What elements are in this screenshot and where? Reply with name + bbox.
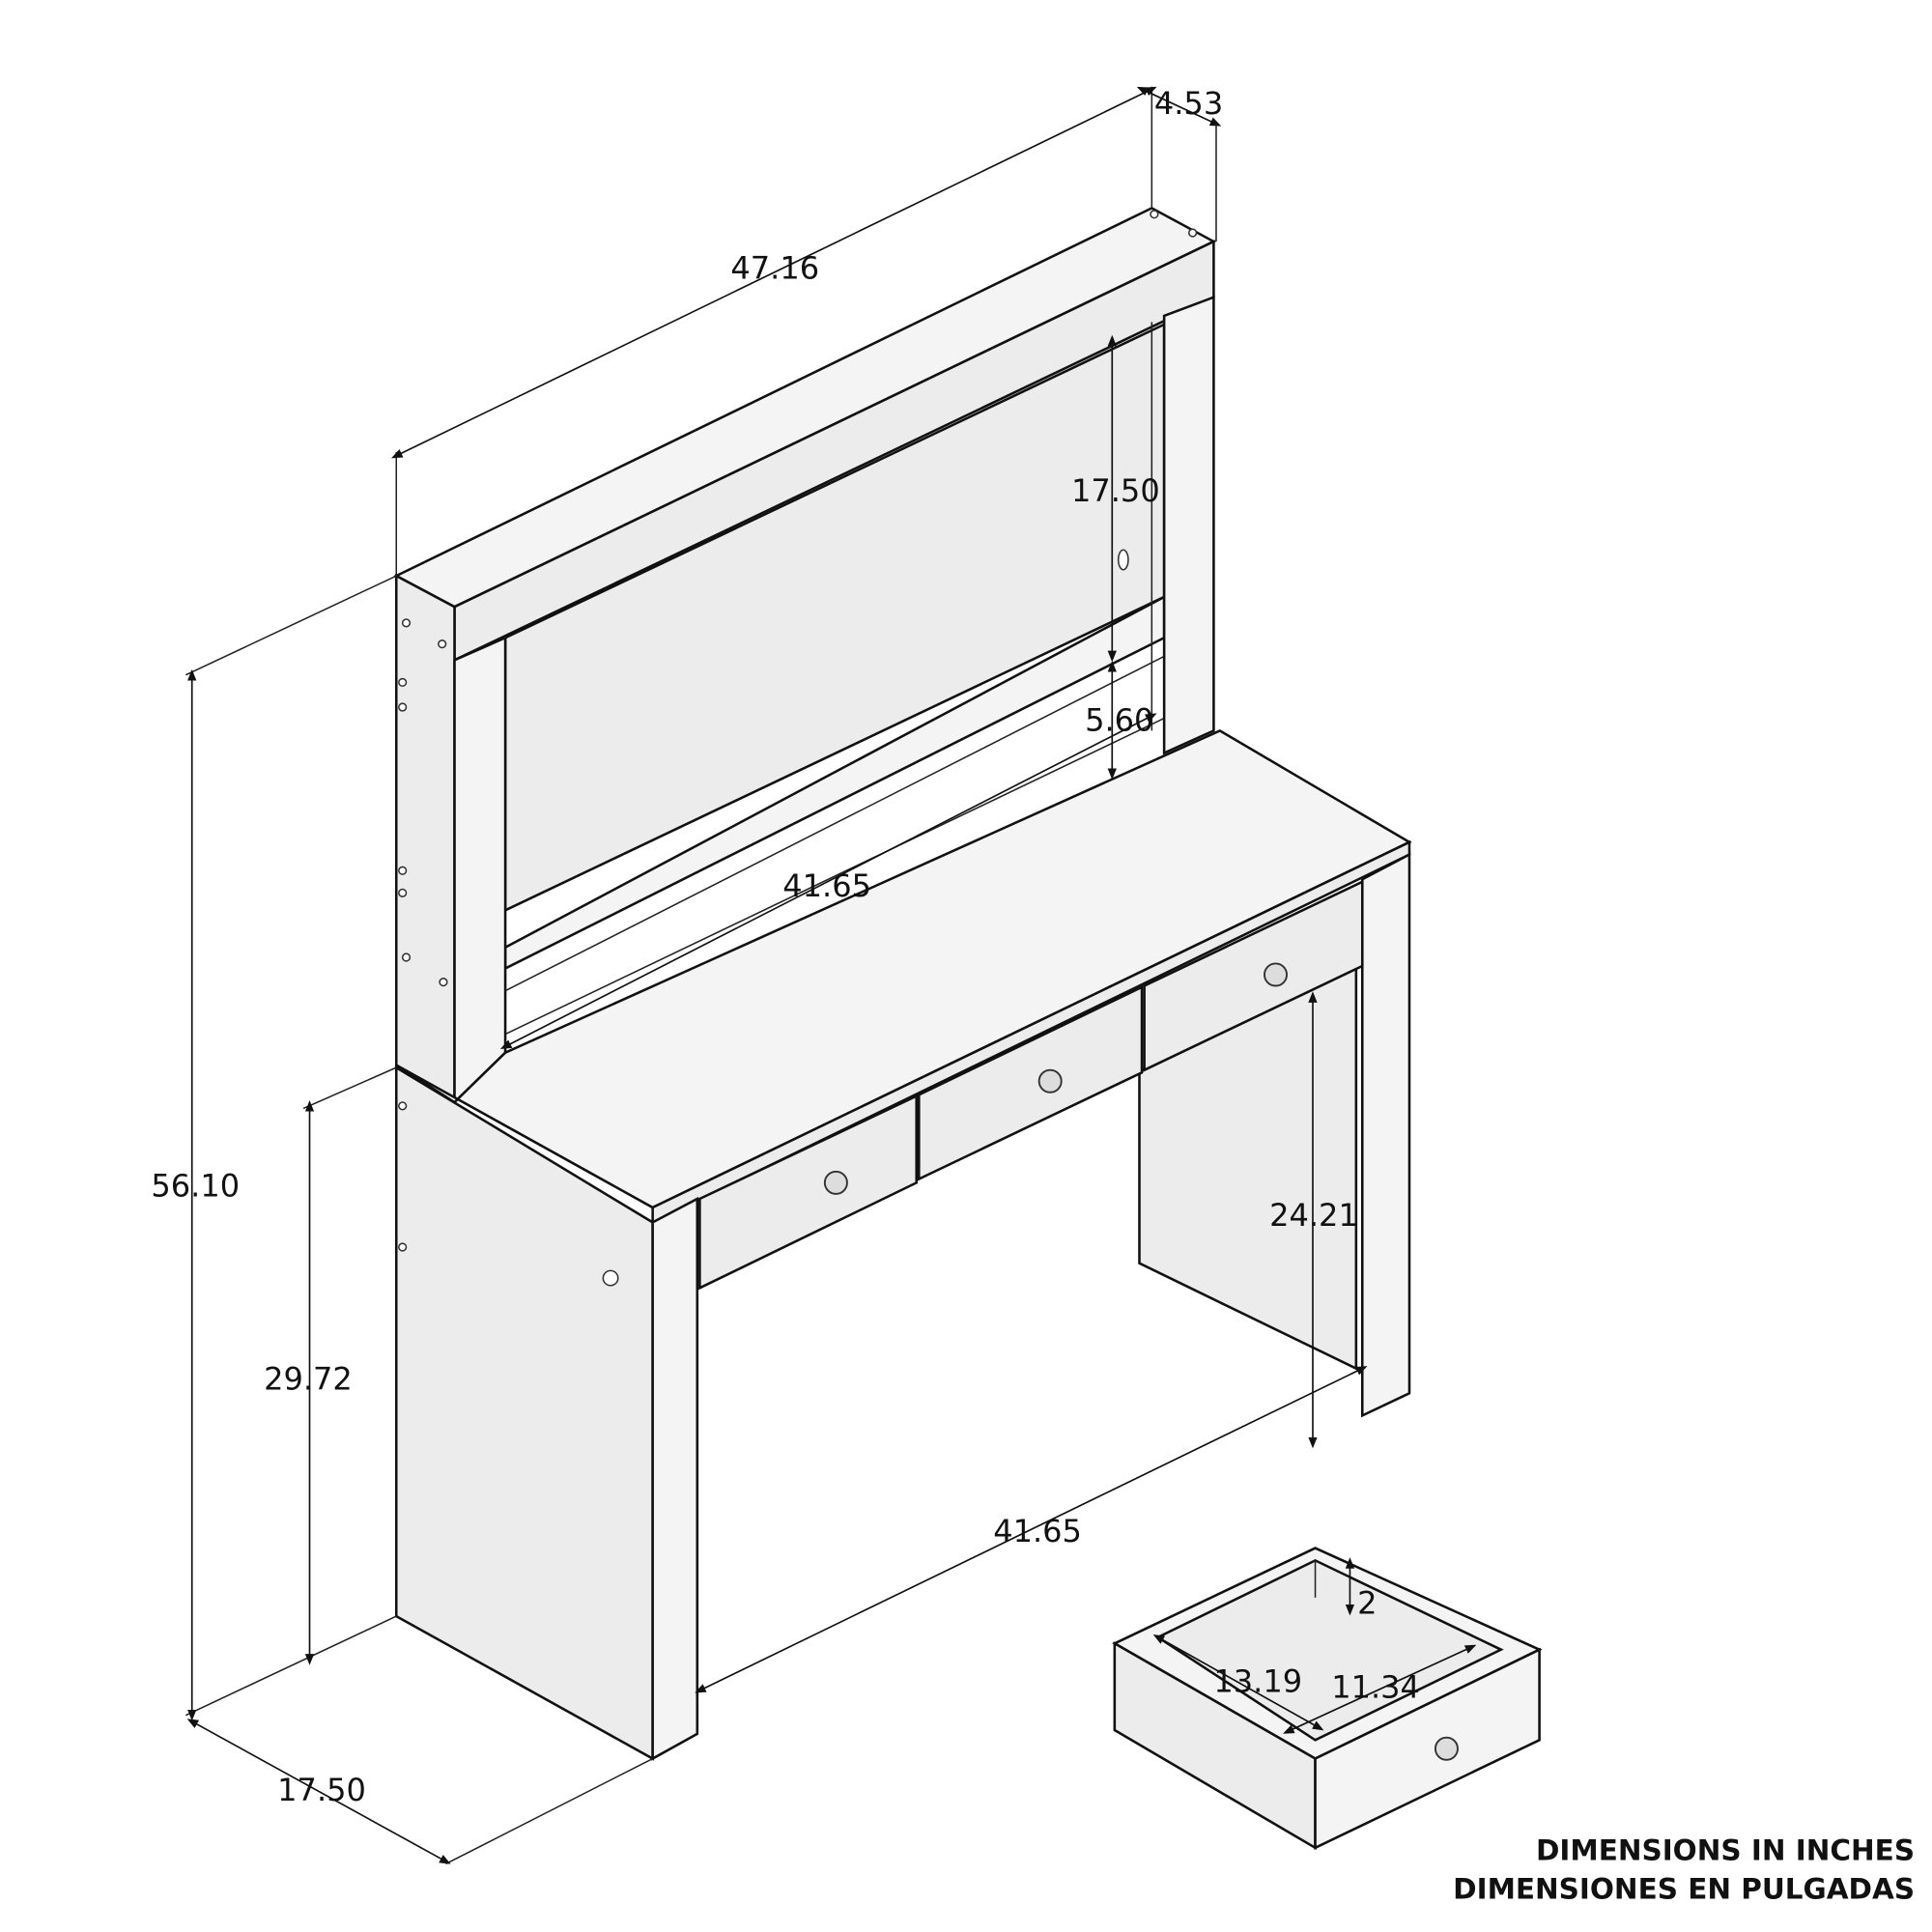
shelf-pin-holes: [398, 210, 1198, 987]
label-drawer-depth: 2: [1357, 1585, 1377, 1622]
knob-icon: [1434, 1736, 1459, 1761]
label-desk-depth: 17.50: [277, 1772, 366, 1808]
label-shelf-height: 5.60: [1085, 701, 1153, 738]
knob-icon: [1264, 962, 1289, 987]
units-note-spanish: DIMENSIONES EN PULGADAS: [1453, 1872, 1915, 1905]
label-desk-width: 41.65: [993, 1513, 1082, 1549]
knob-icon: [823, 1170, 848, 1195]
label-desk-height: 29.72: [264, 1360, 353, 1397]
label-hutch-depth: 4.53: [1154, 85, 1223, 122]
right-leg-front: [1360, 852, 1411, 1418]
drawer-left[interactable]: [698, 1094, 919, 1291]
dimension-labels: 4.53 47.16 17.50 5.60 41.65 56.10 29.72 …: [151, 85, 1915, 1905]
dimension-lines: [185, 86, 1477, 1865]
left-leg-front: [651, 1196, 699, 1761]
label-knee-height: 24.21: [1269, 1197, 1358, 1234]
label-drawer-length: 11.34: [1331, 1669, 1420, 1706]
label-shelf-width: 41.65: [782, 867, 871, 904]
loose-drawer: [1112, 1547, 1543, 1851]
label-drawer-width: 13.19: [1213, 1662, 1302, 1699]
hutch-right-upright: [1162, 295, 1215, 755]
label-total-height: 56.10: [151, 1167, 240, 1204]
label-hutch-opening-height: 17.50: [1071, 472, 1160, 509]
label-hutch-width: 47.16: [730, 249, 819, 286]
hutch-left-upright: [453, 636, 507, 1106]
units-note-english: DIMENSIONS IN INCHES: [1536, 1834, 1915, 1867]
hutch-left-side: [394, 574, 456, 1105]
knob-icon: [1037, 1068, 1063, 1094]
